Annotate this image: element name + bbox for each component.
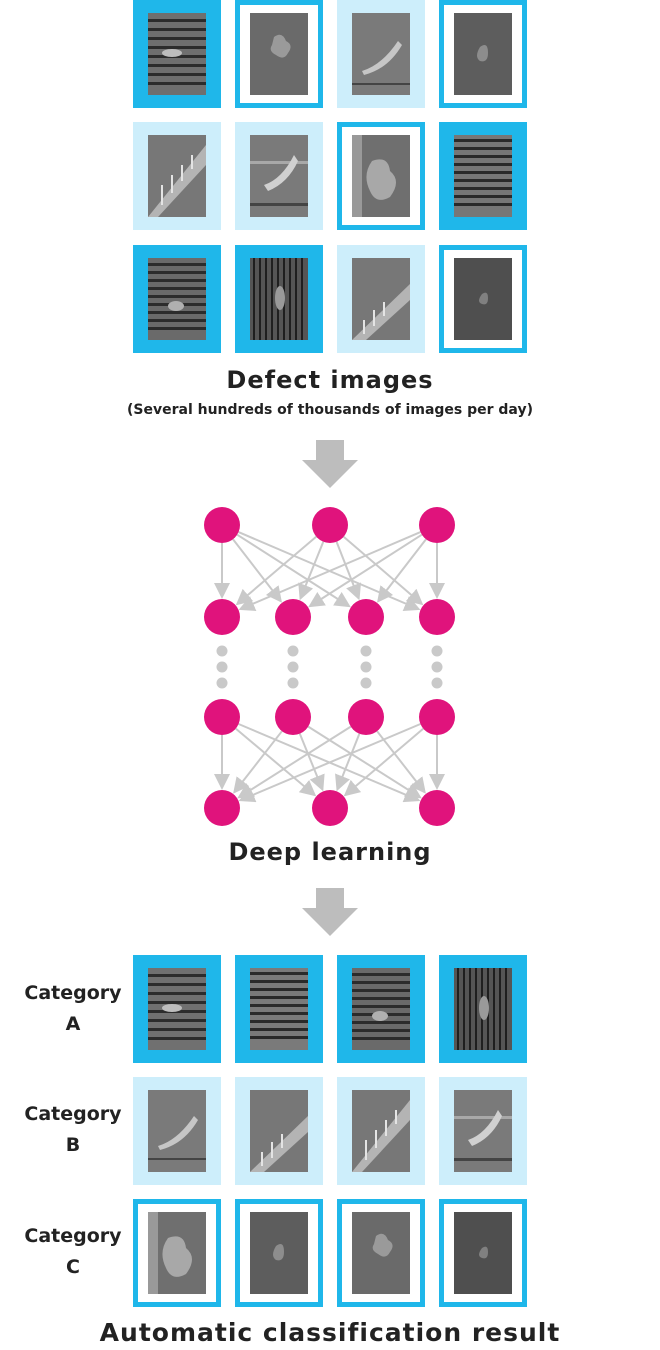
category-a-label: Category A bbox=[14, 978, 132, 1040]
network-node bbox=[204, 699, 240, 735]
network-connection bbox=[236, 533, 351, 608]
network-connection bbox=[233, 730, 283, 794]
network-node bbox=[348, 699, 384, 735]
network-connection bbox=[298, 733, 325, 792]
network-connection bbox=[307, 725, 422, 799]
defect-image-vertical-stripe bbox=[235, 245, 323, 353]
defect-images-subtitle: (Several hundreds of thousands of images… bbox=[127, 402, 533, 418]
neural-network-diagram bbox=[204, 507, 455, 826]
ellipsis-dots bbox=[216, 645, 443, 689]
network-connections bbox=[214, 531, 445, 803]
ellipsis-dot bbox=[287, 661, 299, 673]
network-connection bbox=[235, 727, 317, 797]
category-b-image bbox=[439, 1077, 527, 1185]
network-connection bbox=[335, 541, 362, 601]
network-node bbox=[312, 507, 348, 543]
network-connection bbox=[237, 725, 352, 799]
ellipsis-dot bbox=[287, 677, 299, 689]
category-a-line2: A bbox=[65, 1013, 81, 1035]
down-arrow-icon bbox=[302, 888, 358, 936]
ellipsis-dot bbox=[431, 645, 443, 657]
ellipsis-dot bbox=[287, 645, 299, 657]
category-c-image bbox=[439, 1199, 527, 1307]
network-connection bbox=[308, 533, 423, 608]
ellipsis-dot bbox=[431, 677, 443, 689]
ellipsis-dot bbox=[216, 661, 228, 673]
defect-images-title: Defect images bbox=[226, 366, 434, 394]
defect-image-large-blob bbox=[337, 122, 425, 230]
defect-image-scratch bbox=[337, 0, 425, 108]
category-a-line1: Category bbox=[24, 982, 122, 1004]
network-connection bbox=[235, 535, 317, 606]
category-b-image bbox=[337, 1077, 425, 1185]
classification-result-title: Automatic classification result bbox=[99, 1318, 561, 1347]
network-connection bbox=[376, 730, 426, 794]
category-c-label: Category C bbox=[14, 1221, 132, 1283]
defect-image-stripe bbox=[439, 122, 527, 230]
category-c-line1: Category bbox=[24, 1225, 122, 1247]
category-b-image bbox=[133, 1077, 221, 1185]
network-node bbox=[275, 599, 311, 635]
category-a-image bbox=[337, 955, 425, 1063]
category-b-image bbox=[235, 1077, 323, 1185]
category-c-image bbox=[133, 1199, 221, 1307]
network-node bbox=[419, 699, 455, 735]
category-b-line1: Category bbox=[24, 1103, 122, 1125]
network-node bbox=[275, 699, 311, 735]
defect-image-edge bbox=[133, 122, 221, 230]
ellipsis-dot bbox=[216, 677, 228, 689]
network-connection bbox=[238, 531, 421, 611]
network-node bbox=[312, 790, 348, 826]
network-node bbox=[419, 507, 455, 543]
category-a-image bbox=[439, 955, 527, 1063]
network-node bbox=[204, 507, 240, 543]
ellipsis-dot bbox=[360, 645, 372, 657]
defect-image-scratch bbox=[235, 122, 323, 230]
category-c-image bbox=[337, 1199, 425, 1307]
network-connection bbox=[335, 733, 361, 792]
defect-image-edge bbox=[337, 245, 425, 353]
ellipsis-dot bbox=[216, 645, 228, 657]
category-b-line2: B bbox=[65, 1134, 81, 1156]
category-b-label: Category B bbox=[14, 1099, 132, 1161]
category-c-line2: C bbox=[66, 1256, 80, 1278]
ellipsis-dot bbox=[431, 661, 443, 673]
defect-image-small-blob bbox=[439, 245, 527, 353]
network-connection bbox=[376, 538, 427, 603]
defect-image-blob bbox=[235, 0, 323, 108]
network-connection bbox=[298, 541, 325, 601]
network-connection bbox=[343, 727, 424, 797]
down-arrow-icon bbox=[302, 440, 358, 488]
network-connection bbox=[342, 535, 424, 606]
network-node bbox=[419, 790, 455, 826]
network-nodes bbox=[204, 507, 455, 826]
ellipsis-dot bbox=[360, 661, 372, 673]
defect-image-stripe bbox=[133, 245, 221, 353]
defect-image-small-blob bbox=[439, 0, 527, 108]
category-c-image bbox=[235, 1199, 323, 1307]
deep-learning-label: Deep learning bbox=[228, 838, 432, 866]
network-connection bbox=[232, 538, 283, 603]
category-a-image bbox=[235, 955, 323, 1063]
network-node bbox=[204, 790, 240, 826]
ellipsis-dot bbox=[360, 677, 372, 689]
defect-image-stripe bbox=[133, 0, 221, 108]
network-connection bbox=[238, 723, 421, 803]
category-a-image bbox=[133, 955, 221, 1063]
network-node bbox=[204, 599, 240, 635]
network-node bbox=[419, 599, 455, 635]
network-node bbox=[348, 599, 384, 635]
